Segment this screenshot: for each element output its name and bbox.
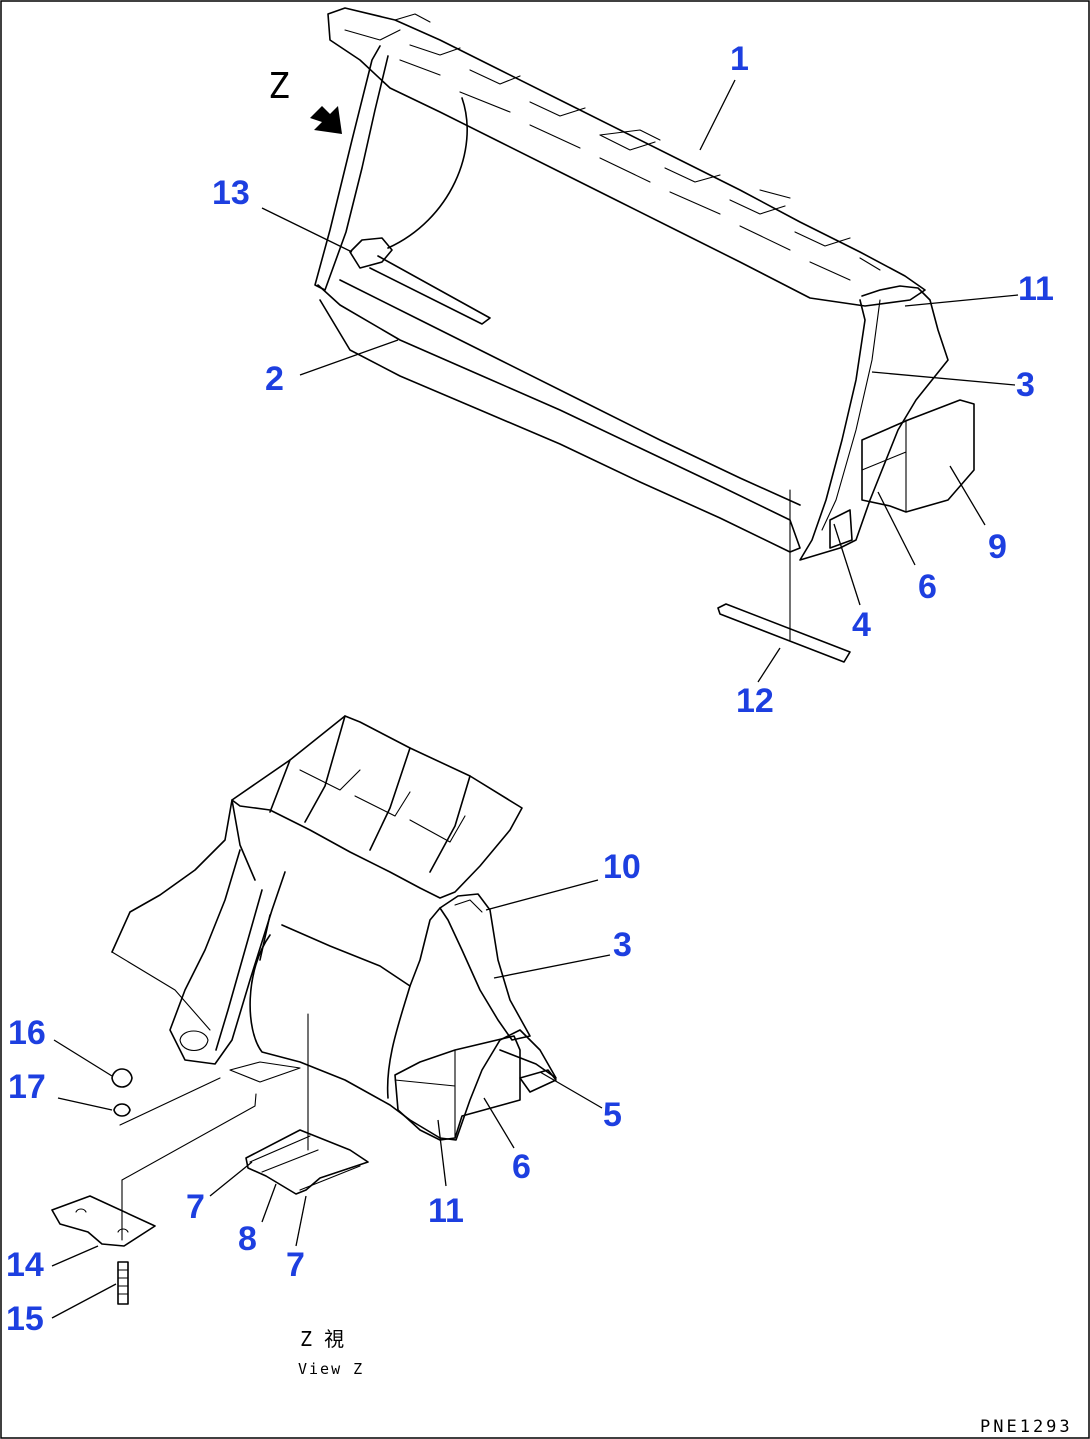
callout-lower-17: 17 — [8, 1068, 46, 1106]
callout-2: 2 — [265, 360, 284, 398]
callout-3: 3 — [1016, 366, 1035, 404]
callout-lower-15: 15 — [6, 1300, 44, 1338]
callout-lower-7b: 7 — [286, 1246, 305, 1284]
upper-leaders — [261, 79, 1019, 683]
view-z-arrow-icon — [310, 106, 342, 134]
callout-lower-3: 3 — [613, 926, 632, 964]
lower-leaders — [51, 879, 611, 1319]
callout-9: 9 — [988, 528, 1007, 566]
callout-13: 13 — [212, 174, 250, 212]
view-caption-english: View Z — [298, 1360, 364, 1378]
callout-lower-10: 11 — [428, 1192, 464, 1230]
callout-lower-6: 6 — [512, 1148, 531, 1186]
view-marker-letter: Z — [268, 66, 290, 107]
bucket-upper-view — [314, 7, 975, 663]
callout-lower-7a: 7 — [186, 1188, 205, 1226]
bucket-lower-view — [51, 715, 557, 1305]
callout-lower-16: 16 — [8, 1014, 46, 1052]
callout-4: 4 — [852, 606, 871, 644]
callout-12: 12 — [736, 682, 774, 720]
view-caption-kanji: Z 視 — [300, 1327, 344, 1351]
callout-lower-5: 5 — [603, 1096, 622, 1134]
callout-lower-14: 14 — [6, 1246, 44, 1284]
callout-6: 6 — [918, 568, 937, 606]
callout-lower-11: 10 — [603, 848, 641, 886]
callout-lower-8: 8 — [238, 1220, 257, 1258]
callout-11: 11 — [1018, 270, 1054, 308]
drawing-code: PNE1293 — [980, 1417, 1073, 1437]
callout-1: 1 — [730, 40, 749, 78]
